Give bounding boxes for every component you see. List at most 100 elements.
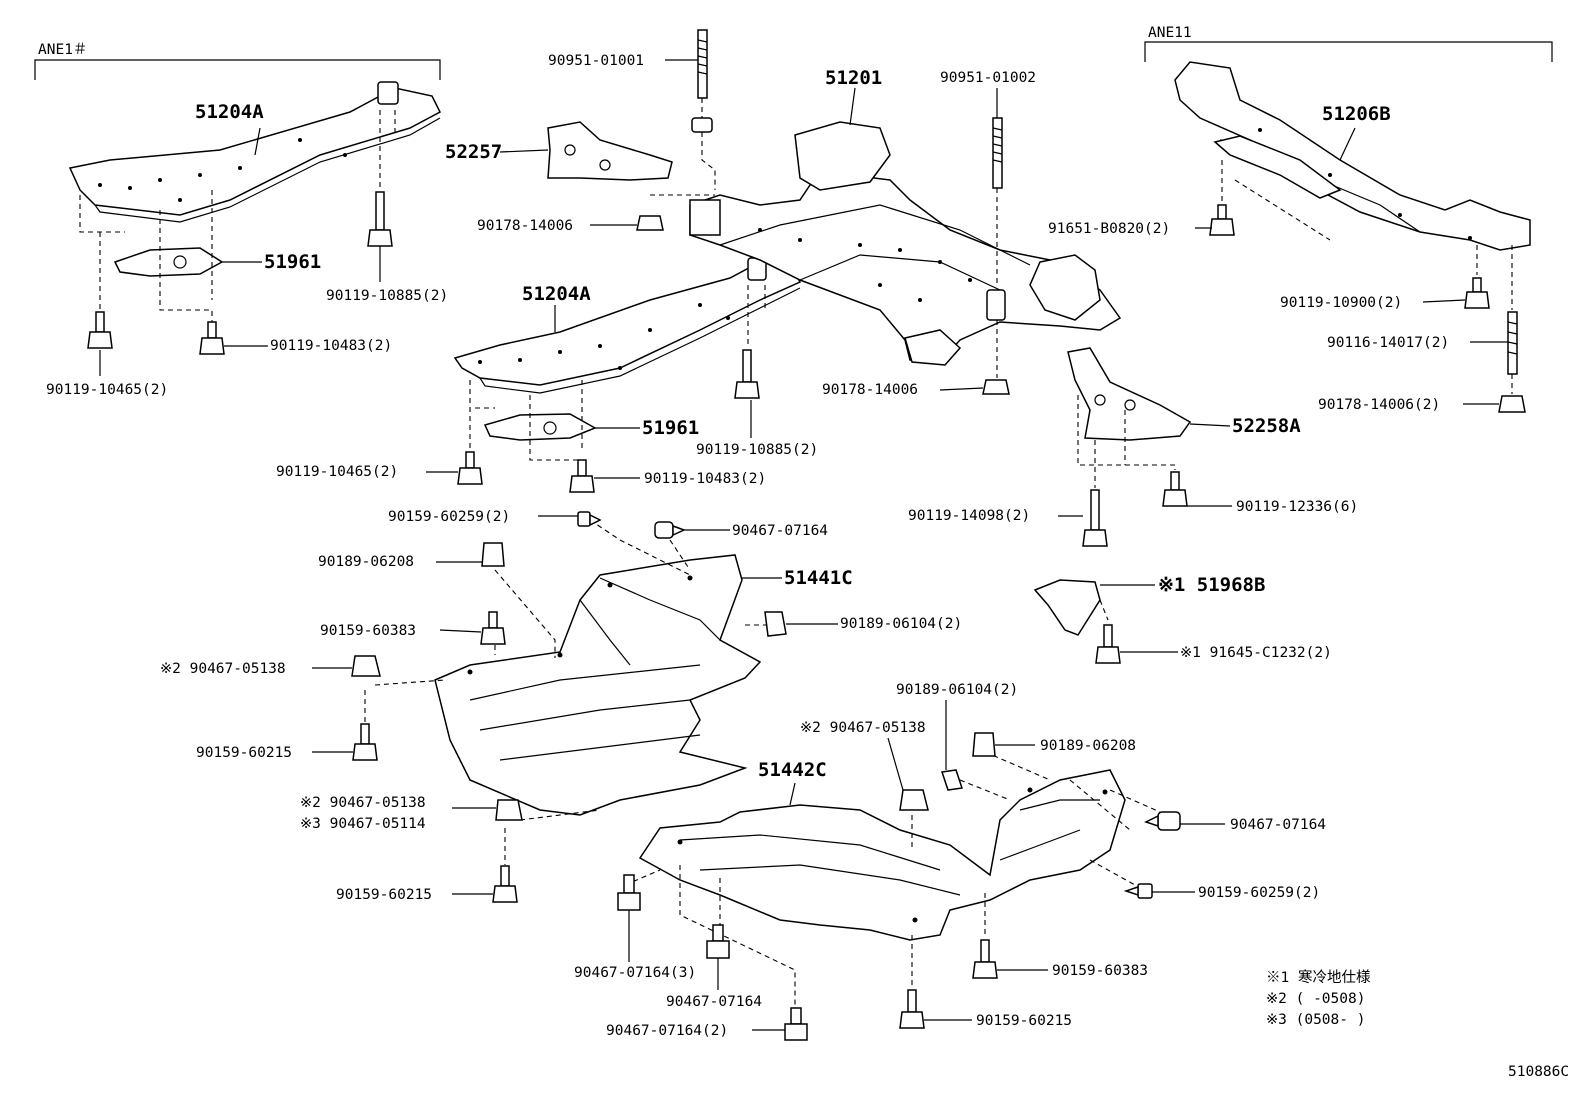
undercover-51442c [638, 769, 1126, 941]
label-90119-14098: 90119-14098(2) [908, 508, 1030, 524]
label-51442c: 51442C [758, 759, 827, 781]
label-90467-05138-b: ※2 90467-05138 [300, 795, 426, 811]
collar-upper [691, 117, 713, 133]
crossmember-51206b [1174, 61, 1531, 251]
bolt-90119-12336 [1162, 471, 1188, 507]
label-90189-06208-b: 90189-06208 [1040, 738, 1136, 754]
bracket-51968b [1033, 579, 1101, 636]
label-90178-14006-a: 90178-14006 [477, 218, 573, 234]
screw-90159-60383-b [972, 939, 998, 979]
label-51206b: 51206B [1322, 103, 1391, 125]
label-90159-60215-b: 90159-60215 [336, 887, 432, 903]
screw-90159-60383-a [480, 611, 506, 645]
label-90119-10483-upper: 90119-10483(2) [270, 338, 392, 354]
bracket-51961-lower [483, 413, 597, 441]
label-51968b: ※1 51968B [1158, 574, 1265, 596]
clip-90467-07164-c [617, 874, 641, 911]
label-90467-07164-c: 90467-07164(3) [574, 965, 696, 981]
label-90951-01001: 90951-01001 [548, 53, 644, 69]
bolt-90119-10900 [1464, 277, 1490, 309]
label-90467-07164-d: 90467-07164 [666, 994, 762, 1010]
label-90178-14006-c: 90178-14006(2) [1318, 397, 1440, 413]
bolt-90119-14098 [1082, 489, 1108, 547]
bolt-90119-10885-upper [367, 191, 393, 247]
screw-90159-60259-b [1123, 883, 1153, 899]
stud-90116-14017 [1507, 311, 1518, 375]
note-3: ※3 (0508- ) [1266, 1012, 1365, 1028]
nut-90178-14006-b [982, 379, 1010, 395]
legend-notes: ※1 寒冷地仕様 ※2 ( -0508) ※3 (0508- ) [1266, 968, 1371, 1028]
label-90119-10885-lower: 90119-10885(2) [696, 442, 818, 458]
label-90159-60383-a: 90159-60383 [320, 623, 416, 639]
label-90951-01002: 90951-01002 [940, 70, 1036, 86]
leader-lines [99, 59, 1508, 1031]
label-90467-05138-c: ※2 90467-05138 [800, 720, 926, 736]
stud-90951-01001 [697, 29, 708, 99]
crossmember-51204a-lower [453, 257, 802, 394]
label-90119-10483-lower: 90119-10483(2) [644, 471, 766, 487]
screw-90159-60259-a [577, 511, 602, 527]
label-51204a-upper: 51204A [195, 101, 264, 123]
collar-lower [986, 289, 1006, 321]
label-90159-60259-b: 90159-60259(2) [1198, 885, 1320, 901]
label-51441c: 51441C [784, 567, 853, 589]
nut-90178-14006-a [636, 215, 664, 231]
label-90189-06104-a: 90189-06104(2) [840, 616, 962, 632]
figure-id: 510886C [1508, 1064, 1569, 1080]
label-51201: 51201 [825, 67, 882, 89]
clip-90189-06104-b [941, 769, 963, 791]
label-90159-60383-b: 90159-60383 [1052, 963, 1148, 979]
note-2: ※2 ( -0508) [1266, 991, 1365, 1007]
label-90119-10885-upper: 90119-10885(2) [326, 288, 448, 304]
bracket-51961-upper [113, 247, 224, 277]
bolt-90119-10465-lower [457, 451, 483, 485]
label-91645-c1232: ※1 91645-C1232(2) [1180, 645, 1332, 661]
label-90178-14006-b: 90178-14006 [822, 382, 918, 398]
label-90159-60215-c: 90159-60215 [976, 1013, 1072, 1029]
screw-90159-60215-a [352, 723, 378, 761]
group-bracket-right: ANE11 [1144, 25, 1553, 62]
label-51961-lower: 51961 [642, 417, 699, 439]
clip-90189-06208-a [481, 542, 505, 567]
clip-90467-07164-a [654, 521, 686, 539]
label-90467-05138-a: ※2 90467-05138 [160, 661, 286, 677]
label-90119-10465-upper: 90119-10465(2) [46, 382, 168, 398]
label-90467-07164-b: 90467-07164 [1230, 817, 1326, 833]
clip-90189-06104-a [764, 611, 787, 637]
label-90467-07164-e: 90467-07164(2) [606, 1023, 728, 1039]
label-90119-10900: 90119-10900(2) [1280, 295, 1402, 311]
label-90159-60215-a: 90159-60215 [196, 745, 292, 761]
bolt-90119-10885-lower [734, 349, 760, 399]
nut-90467-05138-a [351, 655, 381, 677]
group-bracket-left: ANE1＃ [34, 42, 441, 80]
crossmember-51204a-upper [68, 81, 441, 223]
label-90116-14017: 90116-14017(2) [1327, 335, 1449, 351]
label-52258a: 52258A [1232, 415, 1301, 437]
nut-90467-05138-b [495, 799, 523, 821]
label-52257: 52257 [445, 141, 502, 163]
label-90189-06208-a: 90189-06208 [318, 554, 414, 570]
label-90119-12336: 90119-12336(6) [1236, 499, 1358, 515]
clip-90467-07164-e [784, 1007, 808, 1041]
nut-90178-14006-c [1498, 395, 1526, 413]
bracket-52258a [1067, 347, 1192, 441]
stud-90951-01002 [992, 117, 1003, 189]
bolt-90119-10465-upper [87, 311, 113, 349]
label-91651-b0820: 91651-B0820(2) [1048, 221, 1170, 237]
label-90119-10465-lower: 90119-10465(2) [276, 464, 398, 480]
bolt-90119-10483-lower [569, 459, 595, 493]
label-90467-07164-a: 90467-07164 [732, 523, 828, 539]
note-1: ※1 寒冷地仕様 [1266, 968, 1371, 986]
label-90189-06104-b: 90189-06104(2) [896, 682, 1018, 698]
bolt-91651-b0820 [1209, 204, 1235, 236]
undercover-51441c [434, 554, 762, 816]
clip-90467-07164-b [1144, 811, 1181, 831]
bolt-90119-10483-upper [199, 321, 225, 355]
label-51204a-lower: 51204A [522, 283, 591, 305]
clip-90189-06208-b [972, 732, 996, 757]
screw-90159-60215-b [492, 865, 518, 903]
group-label-left: ANE1＃ [38, 42, 87, 58]
bracket-52257 [547, 121, 673, 181]
